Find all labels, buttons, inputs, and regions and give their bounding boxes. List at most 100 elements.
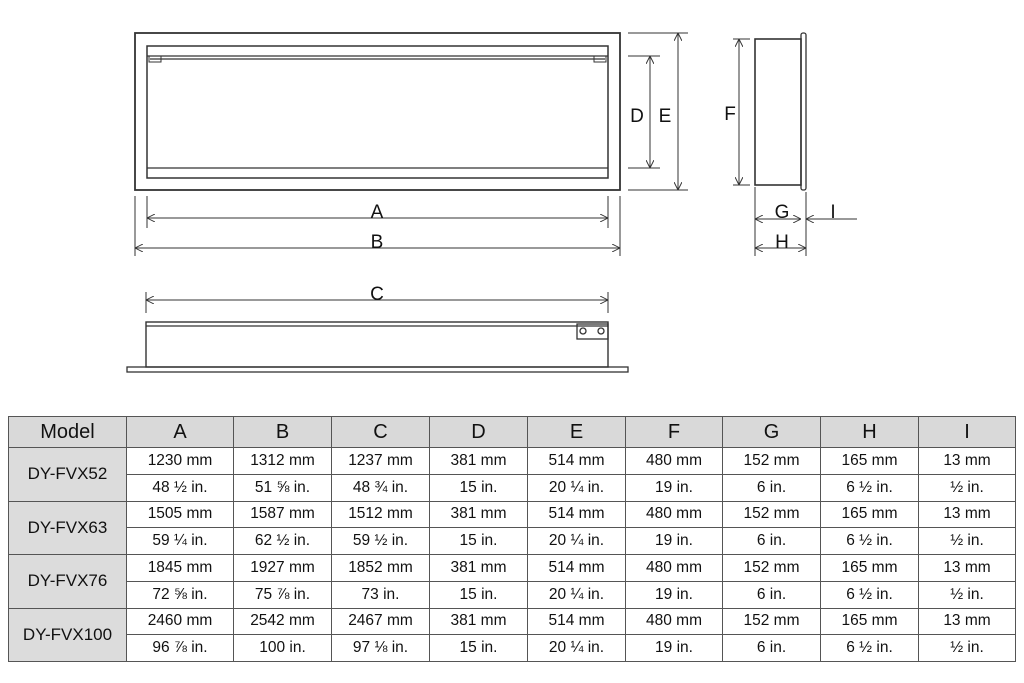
- value-cell-mm: 152 mm: [722, 447, 821, 475]
- value-cell-mm: 13 mm: [918, 607, 1016, 636]
- value-cell-in: 100 in.: [233, 634, 332, 662]
- header-h: H: [820, 416, 919, 448]
- header-g: G: [722, 416, 821, 448]
- model-cell: DY-FVX76: [8, 554, 127, 609]
- table-row: 96 ⅞ in.100 in.97 ⅛ in.15 in.20 ¼ in.19 …: [9, 634, 1016, 662]
- value-cell-mm: 1505 mm: [126, 500, 234, 529]
- header-b: B: [233, 416, 332, 448]
- value-cell-in: 19 in.: [625, 580, 723, 609]
- value-cell-in: 51 ⅝ in.: [233, 473, 332, 502]
- value-cell-in: 6 ½ in.: [820, 527, 919, 555]
- value-cell-mm: 1845 mm: [126, 554, 234, 582]
- value-cell-in: 20 ¼ in.: [527, 473, 626, 502]
- value-cell-in: ½ in.: [918, 580, 1016, 609]
- value-cell-mm: 514 mm: [527, 554, 626, 582]
- value-cell-in: 15 in.: [429, 580, 528, 609]
- value-cell-mm: 480 mm: [625, 447, 723, 475]
- value-cell-in: 97 ⅛ in.: [331, 634, 430, 662]
- value-cell-in: 6 ½ in.: [820, 473, 919, 502]
- label-b: B: [371, 232, 384, 253]
- value-cell-mm: 1927 mm: [233, 554, 332, 582]
- value-cell-mm: 1230 mm: [126, 447, 234, 475]
- value-cell-mm: 165 mm: [820, 607, 919, 636]
- header-e: E: [527, 416, 626, 448]
- value-cell-mm: 514 mm: [527, 500, 626, 529]
- value-cell-mm: 381 mm: [429, 500, 528, 529]
- value-cell-in: 59 ¼ in.: [126, 527, 234, 555]
- value-cell-in: 19 in.: [625, 527, 723, 555]
- value-cell-in: 6 ½ in.: [820, 580, 919, 609]
- value-cell-mm: 480 mm: [625, 500, 723, 529]
- value-cell-mm: 514 mm: [527, 447, 626, 475]
- value-cell-in: 20 ¼ in.: [527, 634, 626, 662]
- value-cell-mm: 381 mm: [429, 607, 528, 636]
- label-g: G: [775, 202, 790, 223]
- bottom-view: [126, 292, 629, 373]
- label-a: A: [371, 202, 384, 223]
- value-cell-in: 59 ½ in.: [331, 527, 430, 555]
- value-cell-in: 15 in.: [429, 527, 528, 555]
- value-cell-in: ½ in.: [918, 634, 1016, 662]
- front-view: [134, 32, 688, 256]
- label-h: H: [775, 232, 789, 253]
- value-cell-mm: 1312 mm: [233, 447, 332, 475]
- value-cell-mm: 480 mm: [625, 607, 723, 636]
- value-cell-mm: 13 mm: [918, 500, 1016, 529]
- value-cell-mm: 1512 mm: [331, 500, 430, 529]
- value-cell-in: ½ in.: [918, 473, 1016, 502]
- table-row: 59 ¼ in.62 ½ in.59 ½ in.15 in.20 ¼ in.19…: [9, 527, 1016, 555]
- value-cell-in: 72 ⅝ in.: [126, 580, 234, 609]
- value-cell-mm: 514 mm: [527, 607, 626, 636]
- dimension-drawings: A B C D E F G I H: [126, 32, 857, 373]
- label-e: E: [659, 106, 672, 127]
- value-cell-mm: 152 mm: [722, 607, 821, 636]
- value-cell-in: 48 ¾ in.: [331, 473, 430, 502]
- model-cell: DY-FVX63: [8, 500, 127, 555]
- table-row: 72 ⅝ in.75 ⅞ in.73 in.15 in.20 ¼ in.19 i…: [9, 580, 1016, 609]
- header-a: A: [126, 416, 234, 448]
- value-cell-in: 15 in.: [429, 473, 528, 502]
- value-cell-in: 6 ½ in.: [820, 634, 919, 662]
- value-cell-in: 20 ¼ in.: [527, 580, 626, 609]
- model-cell: DY-FVX100: [8, 607, 127, 662]
- value-cell-mm: 1587 mm: [233, 500, 332, 529]
- value-cell-mm: 13 mm: [918, 447, 1016, 475]
- model-cell: DY-FVX52: [8, 447, 127, 502]
- label-c: C: [370, 284, 384, 305]
- value-cell-in: 96 ⅞ in.: [126, 634, 234, 662]
- value-cell-mm: 2460 mm: [126, 607, 234, 636]
- value-cell-mm: 165 mm: [820, 500, 919, 529]
- value-cell-mm: 152 mm: [722, 554, 821, 582]
- value-cell-in: 6 in.: [722, 473, 821, 502]
- value-cell-mm: 1237 mm: [331, 447, 430, 475]
- side-view: [733, 32, 857, 256]
- header-model: Model: [8, 416, 127, 448]
- value-cell-in: 19 in.: [625, 634, 723, 662]
- value-cell-in: ½ in.: [918, 527, 1016, 555]
- header-d: D: [429, 416, 528, 448]
- header-i: I: [918, 416, 1016, 448]
- label-d: D: [630, 106, 644, 127]
- value-cell-mm: 1852 mm: [331, 554, 430, 582]
- value-cell-mm: 2467 mm: [331, 607, 430, 636]
- value-cell-mm: 13 mm: [918, 554, 1016, 582]
- value-cell-in: 6 in.: [722, 527, 821, 555]
- value-cell-mm: 480 mm: [625, 554, 723, 582]
- value-cell-in: 20 ¼ in.: [527, 527, 626, 555]
- value-cell-in: 75 ⅞ in.: [233, 580, 332, 609]
- value-cell-mm: 165 mm: [820, 447, 919, 475]
- value-cell-in: 48 ½ in.: [126, 473, 234, 502]
- value-cell-in: 19 in.: [625, 473, 723, 502]
- value-cell-mm: 381 mm: [429, 447, 528, 475]
- value-cell-mm: 2542 mm: [233, 607, 332, 636]
- table-row: 48 ½ in.51 ⅝ in.48 ¾ in.15 in.20 ¼ in.19…: [9, 473, 1016, 502]
- value-cell-mm: 165 mm: [820, 554, 919, 582]
- label-f: F: [724, 104, 736, 125]
- value-cell-in: 62 ½ in.: [233, 527, 332, 555]
